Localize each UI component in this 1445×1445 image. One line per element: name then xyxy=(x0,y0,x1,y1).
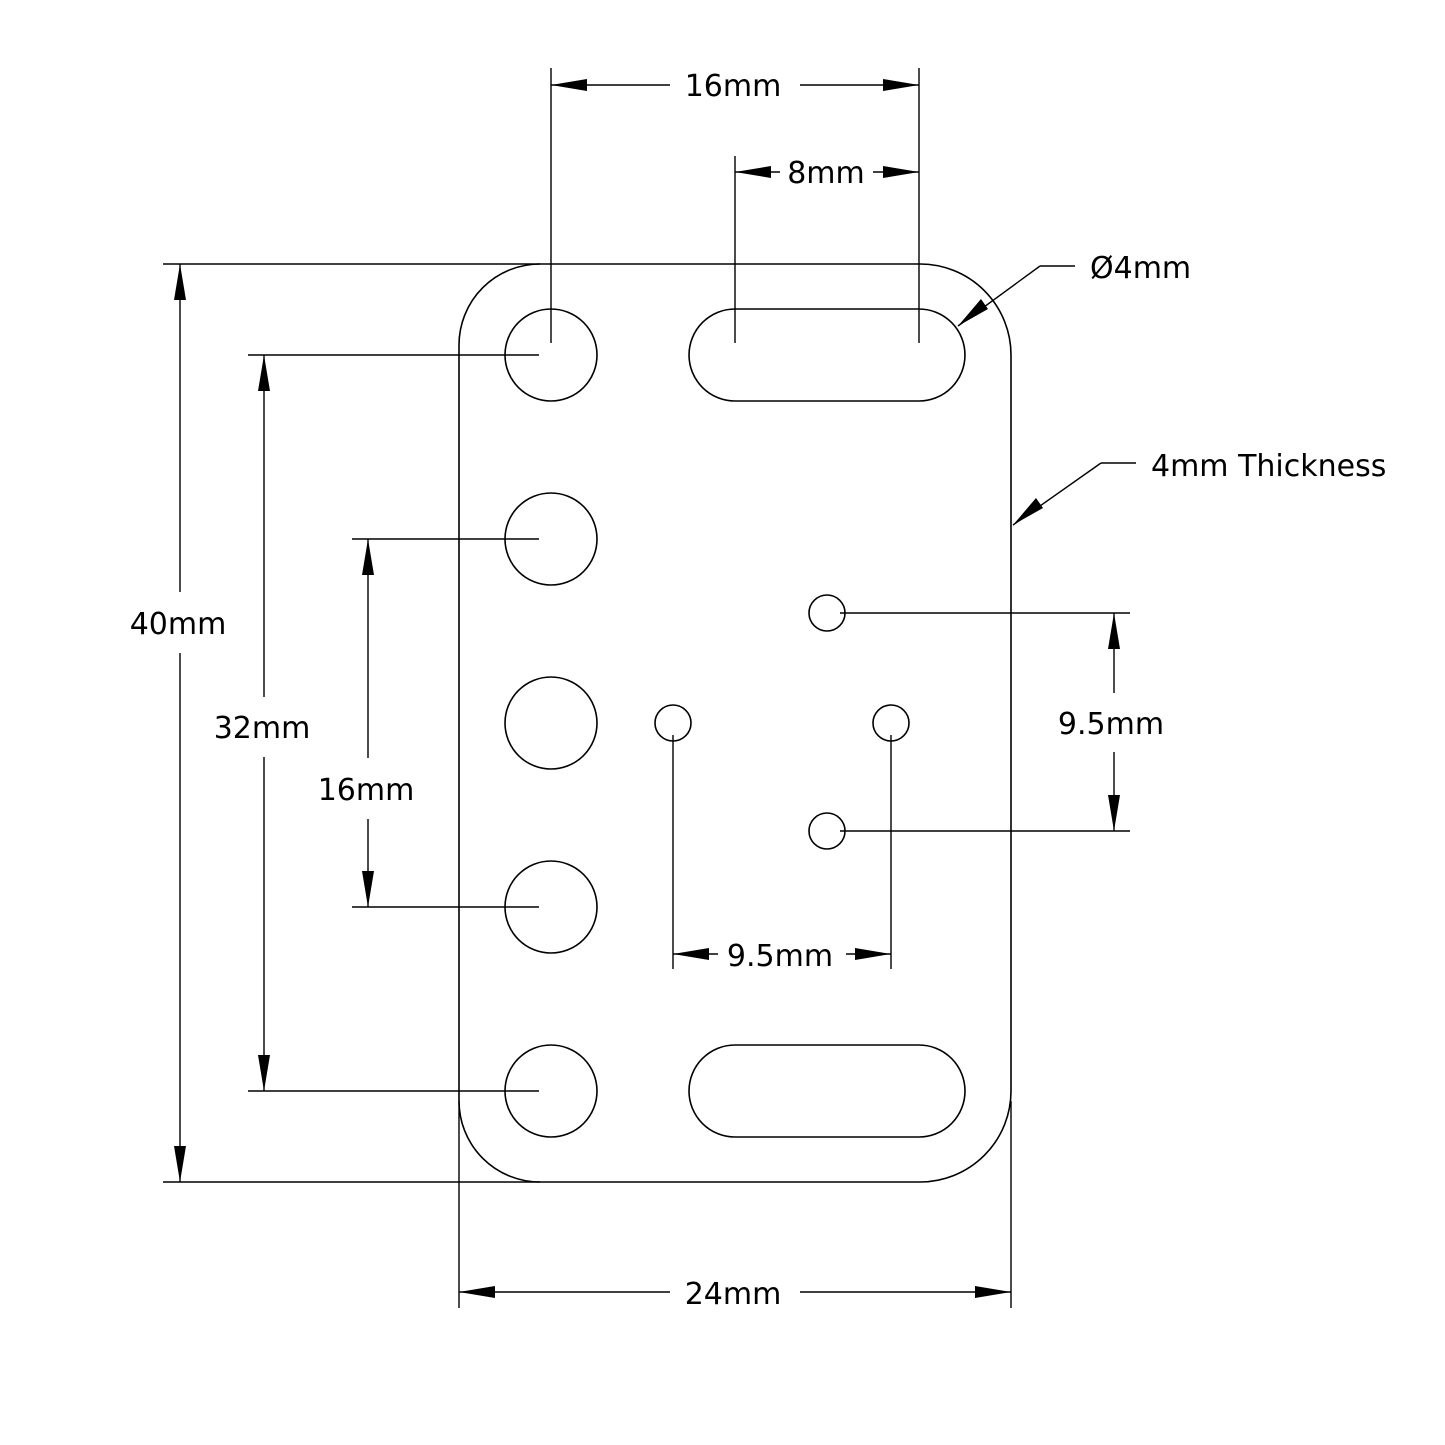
dim-pattern-vertical: 9.5mm xyxy=(840,612,1164,832)
dim-label-hole-diameter: Ø4mm xyxy=(1090,251,1191,286)
slot-top xyxy=(688,308,966,402)
dim-slot-length: 8mm xyxy=(734,156,919,343)
dim-pattern-horizontal: 9.5mm xyxy=(672,735,892,974)
dim-overall-width: 24mm xyxy=(458,1101,1012,1312)
dim-label-thickness: 4mm Thickness xyxy=(1151,449,1386,484)
dim-label-overall-width: 24mm xyxy=(685,1277,782,1312)
dim-top-spacing: 16mm xyxy=(550,68,920,343)
small-hole-bottom xyxy=(808,812,846,850)
dim-label-outer-hole-spacing: 32mm xyxy=(214,711,311,746)
dim-overall-height: 40mm xyxy=(130,263,540,1183)
dim-label-pattern-vertical: 9.5mm xyxy=(1058,707,1164,742)
dim-label-top-spacing: 16mm xyxy=(685,69,782,104)
dim-label-overall-height: 40mm xyxy=(130,607,227,642)
dim-label-slot-length: 8mm xyxy=(787,156,865,191)
small-hole-top xyxy=(808,594,846,632)
dim-outer-hole-spacing: 32mm xyxy=(214,354,539,1092)
slot-bottom xyxy=(688,1044,966,1138)
dim-label-pattern-horizontal: 9.5mm xyxy=(727,939,833,974)
plate-outline xyxy=(458,263,1012,1183)
dim-thickness: 4mm Thickness xyxy=(1012,449,1386,526)
large-hole-3 xyxy=(504,676,598,770)
dim-inner-hole-spacing: 16mm xyxy=(318,538,539,908)
dim-label-inner-hole-spacing: 16mm xyxy=(318,773,415,808)
dim-hole-diameter: Ø4mm xyxy=(957,251,1191,327)
